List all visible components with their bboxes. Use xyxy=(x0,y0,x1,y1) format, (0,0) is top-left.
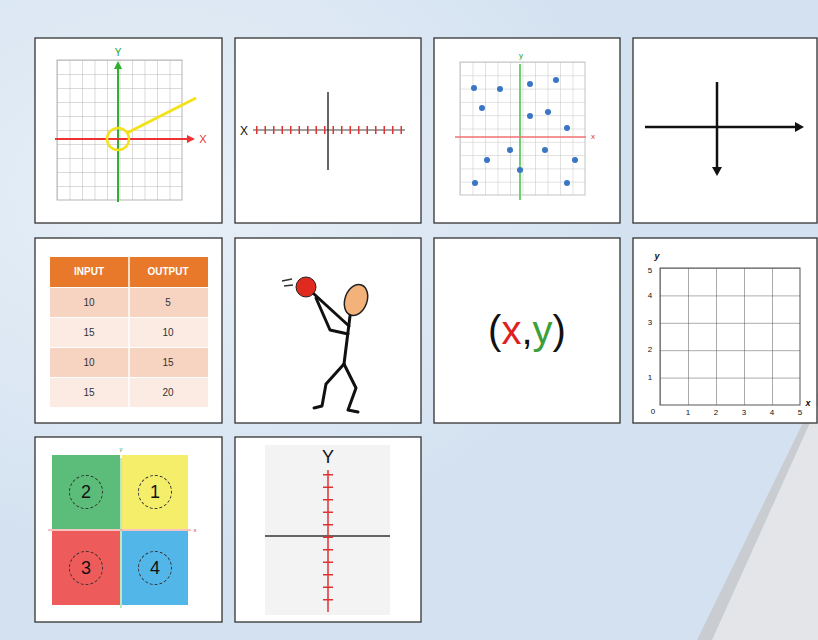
tick-number: 1 xyxy=(686,409,690,417)
tick-number: 4 xyxy=(770,409,774,417)
table-cell: 20 xyxy=(162,388,173,398)
table-cell: 10 xyxy=(83,298,94,308)
table-cell: 15 xyxy=(83,328,94,338)
table-cell: 10 xyxy=(83,358,94,368)
coordinate-pair: (x,y) xyxy=(488,310,566,350)
tick-number: 3 xyxy=(648,319,652,327)
table-header: OUTPUT xyxy=(147,267,188,277)
tick-number: 2 xyxy=(714,409,718,417)
axis-label: X xyxy=(199,134,206,145)
table-cell: 15 xyxy=(162,358,173,368)
coordinate-symbol: ( xyxy=(488,310,501,350)
quadrant-circle: 4 xyxy=(138,551,172,585)
quadrant-number: 4 xyxy=(150,559,160,577)
coordinate-symbol: y xyxy=(533,310,553,350)
table-cell: 15 xyxy=(83,388,94,398)
quadrant-circle: 3 xyxy=(69,551,103,585)
tick-number: 5 xyxy=(648,267,652,275)
coordinate-symbol: , xyxy=(521,310,532,350)
axis-label: x xyxy=(805,399,810,408)
axis-label: Y xyxy=(322,448,334,466)
quadrant-number: 1 xyxy=(150,483,160,501)
quadrant-number: 3 xyxy=(81,559,91,577)
quadrant-number: 2 xyxy=(81,483,91,501)
table-header: INPUT xyxy=(74,267,104,277)
coordinate-symbol: ) xyxy=(553,310,566,350)
axis-label: x xyxy=(591,133,595,141)
axis-label: y xyxy=(654,252,659,261)
tick-number: 1 xyxy=(648,374,652,382)
tick-number: 0 xyxy=(651,408,655,416)
coordinate-symbol: x xyxy=(501,310,521,350)
table-cell: 10 xyxy=(162,328,173,338)
axis-label: x xyxy=(194,527,197,533)
tick-number: 3 xyxy=(742,409,746,417)
tick-number: 2 xyxy=(648,346,652,354)
quadrant-circle: 1 xyxy=(138,475,172,509)
quadrant-circle: 2 xyxy=(69,475,103,509)
axis-label: y xyxy=(519,52,523,60)
axis-label: y xyxy=(120,446,123,452)
axis-label: Y xyxy=(115,48,122,58)
tick-number: 4 xyxy=(648,292,652,300)
tick-number: 5 xyxy=(798,409,802,417)
table-cell: 5 xyxy=(165,298,171,308)
axis-label: X xyxy=(240,125,248,137)
